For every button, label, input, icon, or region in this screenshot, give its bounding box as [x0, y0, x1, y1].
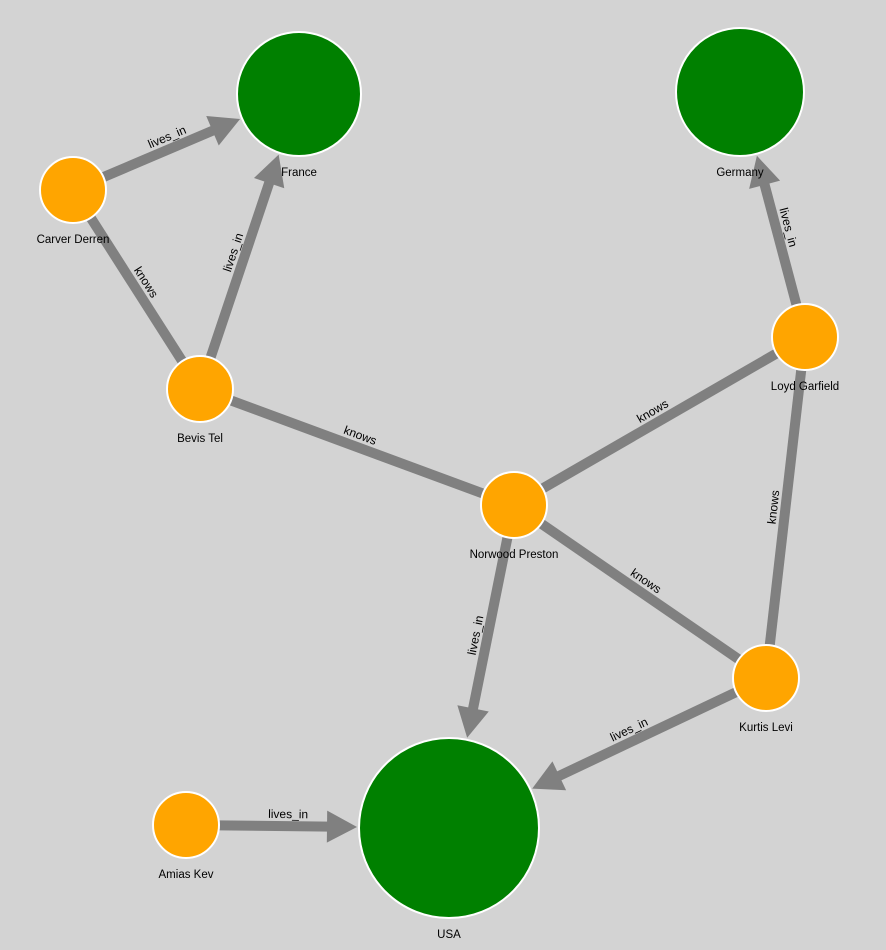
- node-loyd[interactable]: Loyd Garfield: [771, 303, 839, 393]
- person-node-circle[interactable]: [480, 471, 548, 539]
- edge-line: [218, 820, 331, 832]
- edge-amias-usa[interactable]: lives_in: [218, 807, 358, 843]
- edges-layer: lives_inknowslives_inknowsknowslives_ink…: [86, 116, 807, 843]
- edge-line: [538, 519, 742, 664]
- edge-kurtis-loyd[interactable]: knows: [764, 369, 807, 646]
- node-bevis[interactable]: Bevis Tel: [166, 355, 234, 445]
- person-node-circle[interactable]: [39, 156, 107, 224]
- node-label: Germany: [716, 167, 764, 179]
- node-label: USA: [437, 929, 461, 941]
- arrowhead-icon: [326, 810, 358, 843]
- node-label: Bevis Tel: [177, 433, 223, 445]
- node-amias[interactable]: Amias Kev: [152, 791, 220, 881]
- node-carver[interactable]: Carver Derren: [37, 156, 110, 246]
- node-norwood[interactable]: Norwood Preston: [470, 471, 559, 561]
- person-node-circle[interactable]: [771, 303, 839, 371]
- edge-bevis-norwood[interactable]: knows: [229, 395, 485, 499]
- edge-line: [554, 687, 739, 782]
- person-node-circle[interactable]: [732, 644, 800, 712]
- arrowhead-icon: [206, 116, 241, 146]
- edge-norwood-usa[interactable]: lives_in: [457, 536, 513, 738]
- edge-line: [229, 395, 485, 499]
- edge-line: [764, 369, 807, 646]
- node-label: Carver Derren: [37, 234, 110, 246]
- edge-label: knows: [765, 489, 783, 524]
- edge-line: [467, 536, 513, 713]
- country-node-circle[interactable]: [675, 27, 805, 157]
- edge-line: [86, 215, 187, 364]
- country-node-circle[interactable]: [358, 737, 540, 919]
- person-node-circle[interactable]: [166, 355, 234, 423]
- node-label: Norwood Preston: [470, 549, 559, 561]
- arrowhead-icon: [253, 154, 285, 189]
- edge-norwood-kurtis[interactable]: knows: [538, 519, 742, 664]
- node-label: France: [281, 167, 317, 179]
- edge-kurtis-usa[interactable]: lives_in: [532, 687, 739, 791]
- node-usa[interactable]: USA: [358, 737, 540, 941]
- arrowhead-icon: [749, 155, 781, 189]
- arrowhead-icon: [457, 705, 489, 738]
- node-label: Amias Kev: [159, 869, 214, 881]
- person-node-circle[interactable]: [152, 791, 220, 859]
- edge-line: [205, 178, 275, 360]
- node-germany[interactable]: Germany: [675, 27, 805, 179]
- node-kurtis[interactable]: Kurtis Levi: [732, 644, 800, 734]
- arrowhead-icon: [532, 761, 567, 791]
- edge-line: [540, 349, 779, 493]
- edge-label: lives_in: [268, 807, 308, 821]
- edge-line: [759, 180, 802, 307]
- country-node-circle[interactable]: [236, 31, 362, 157]
- node-label: Kurtis Levi: [739, 722, 793, 734]
- edge-line: [101, 124, 218, 182]
- node-france[interactable]: France: [236, 31, 362, 179]
- edge-norwood-loyd[interactable]: knows: [540, 349, 779, 493]
- node-label: Loyd Garfield: [771, 381, 839, 393]
- edge-bevis-france[interactable]: lives_in: [205, 154, 285, 360]
- edge-carver-france[interactable]: lives_in: [101, 116, 241, 182]
